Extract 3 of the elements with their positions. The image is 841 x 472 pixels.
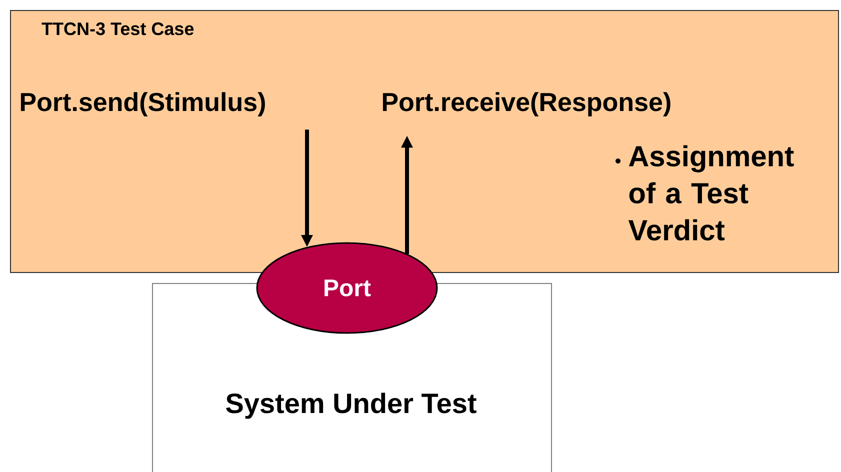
operation-text: Port.send(Stimulus) (20, 92, 265, 116)
operation-text: Port.receive(Response) (382, 92, 670, 116)
bullet-text: Assignment of a Test Verdict (616, 145, 794, 240)
